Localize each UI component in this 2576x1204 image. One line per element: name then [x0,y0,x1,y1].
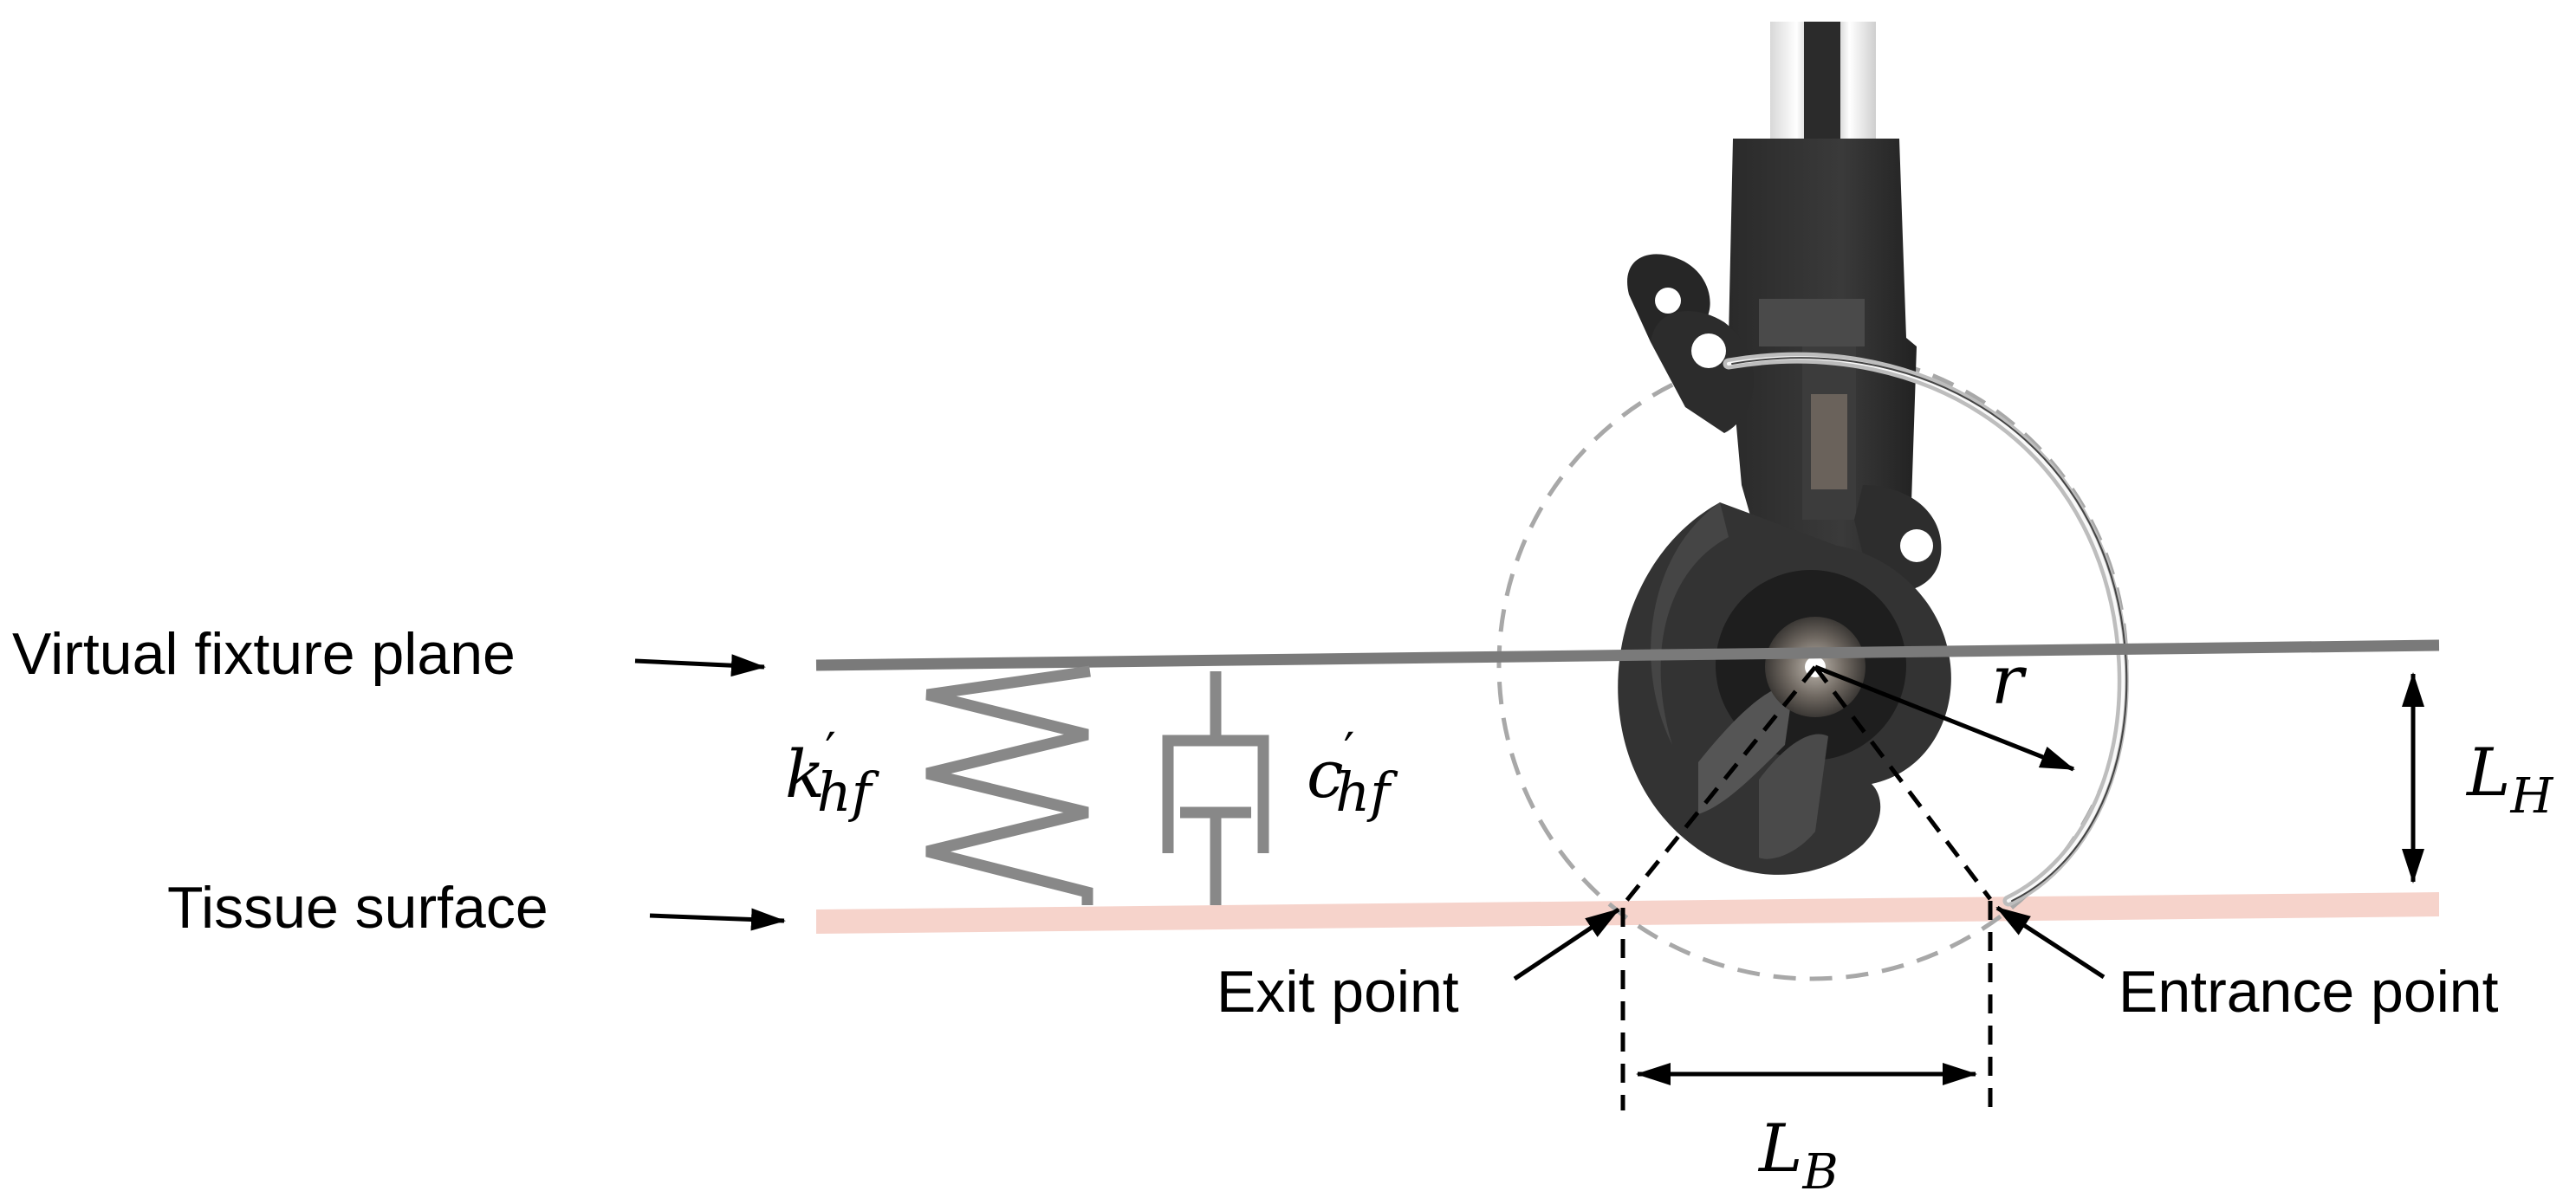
radius-arrow [1814,664,2075,772]
damping-symbol: c′hf [1307,723,1398,824]
spring-symbol [925,665,1093,905]
height-symbol: LH [2465,734,2553,825]
radius-symbol: r [1991,642,2028,720]
tool-shaft [1770,22,1876,152]
virtual-fixture-plane-line [815,639,2440,671]
needle-driver-tool [1618,139,1951,875]
vfp-pointer-arrow [634,654,766,677]
exit-point-label: Exit point [1217,959,1459,1025]
entrance-pointer-arrow [1995,905,2106,980]
virtual-fixture-plane-label: Virtual fixture plane [12,621,516,687]
exit-pointer-arrow [1513,907,1620,981]
exit-radius-dashed [1621,665,1817,907]
tissue-surface-band [816,892,2439,934]
tissue-surface-label: Tissue surface [167,875,548,941]
tissue-pointer-arrow [649,908,786,931]
base-length-symbol: LB [1757,1110,1839,1201]
entrance-point-label: Entrance point [2119,959,2499,1025]
damper-symbol [1162,671,1269,905]
entrance-radius-dashed [1814,665,1992,901]
stiffness-symbol: k′hf [785,723,880,824]
